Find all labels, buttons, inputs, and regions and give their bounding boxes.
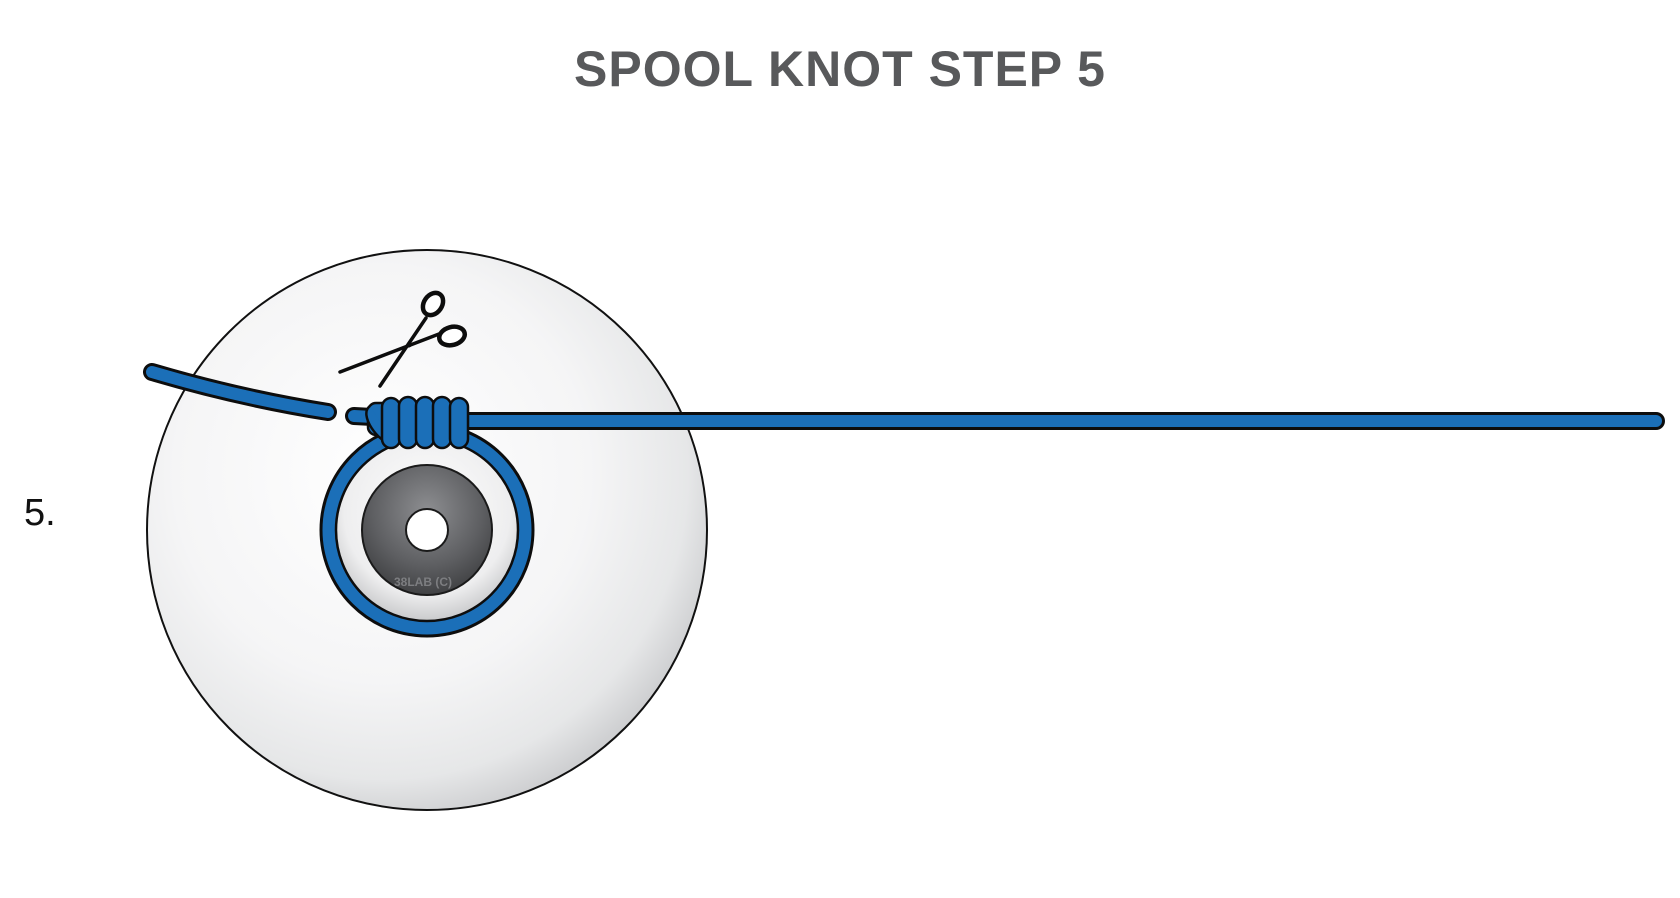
knot-wrap	[414, 395, 436, 450]
watermark-text: 38LAB (C)	[394, 575, 452, 589]
knot-wraps	[365, 395, 470, 450]
spool-hole	[405, 508, 449, 552]
page-title: SPOOL KNOT STEP 5	[574, 41, 1106, 97]
spool: 38LAB (C)	[146, 249, 708, 811]
scissors-icon	[338, 290, 468, 388]
step-number: 5.	[24, 492, 56, 534]
knot-wrap	[431, 395, 453, 450]
knot-wrap	[448, 396, 470, 450]
knot-wrap	[380, 396, 402, 450]
knot-wrap	[397, 395, 419, 450]
tag-end-cut	[143, 363, 337, 421]
